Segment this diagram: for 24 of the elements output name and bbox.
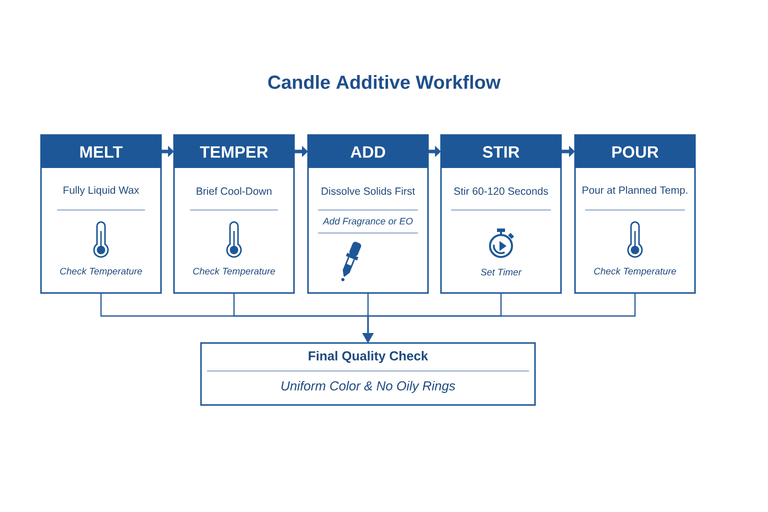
step-box [40, 134, 162, 294]
header-band: POUR [575, 134, 695, 168]
step-box [173, 134, 295, 294]
title: Candle Additive Workflow [268, 75, 501, 89]
step-text: Dissolve Solids First [322, 187, 415, 195]
step-box [307, 134, 429, 294]
note-text: Check Temperature [594, 268, 676, 276]
note-text: Add Fragrance or EO [322, 218, 413, 226]
step-text: Pour at Planned Temp. [582, 186, 688, 196]
header-band: TEMPER [174, 134, 294, 168]
note-text: Set Timer [480, 268, 522, 276]
note-text: Check Temperature [60, 268, 142, 276]
result-box [200, 342, 536, 406]
step-box [440, 134, 562, 294]
step-text: Brief Cool-Down [196, 187, 272, 195]
header-band: ADD [308, 134, 428, 168]
step-box [574, 134, 696, 294]
header-band: MELT [41, 134, 161, 168]
box-title: Final Quality Check [308, 350, 428, 364]
note-text: Uniform Color & No Oily Rings [282, 380, 456, 394]
step-text: Stir 60-120 Seconds [454, 187, 548, 195]
note-text: Check Temperature [193, 268, 276, 276]
step-text: Fully Liquid Wax [64, 186, 140, 196]
header-band: STIR [441, 134, 561, 168]
